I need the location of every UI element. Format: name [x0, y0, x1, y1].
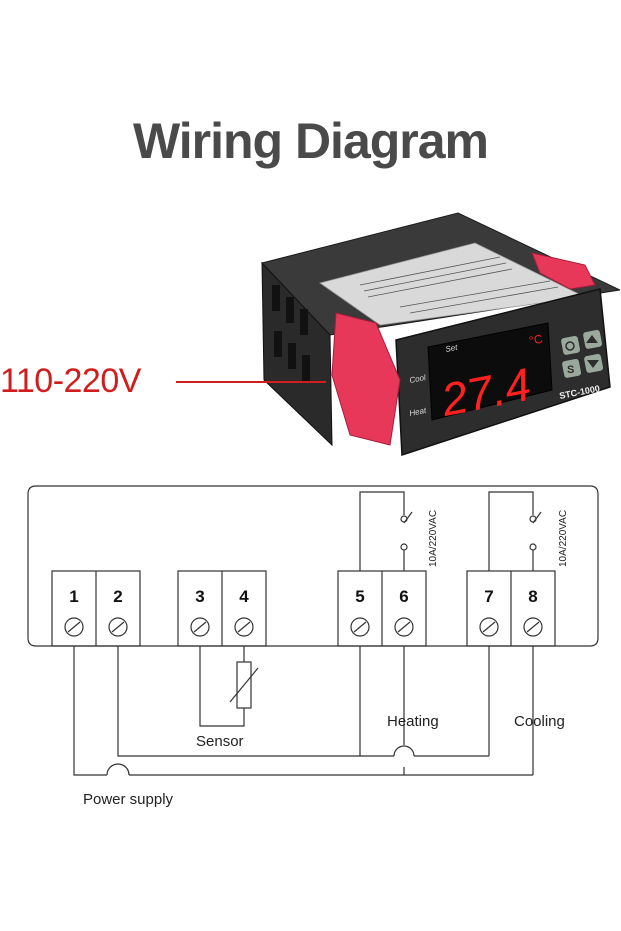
terminal-number-2: 2 — [113, 587, 122, 606]
heating-relay-rating: 10A/220VAC — [428, 510, 439, 567]
sticker-print — [359, 256, 559, 314]
sensor-label: Sensor — [196, 733, 244, 750]
right-mounting-clip — [531, 252, 596, 290]
indicator-set: Set — [445, 343, 459, 354]
terminal-number-8: 8 — [528, 587, 537, 606]
terminal-number-7: 7 — [484, 587, 493, 606]
power-button[interactable] — [561, 335, 581, 355]
set-button[interactable] — [562, 358, 582, 378]
indicator-cool: Cool — [409, 373, 427, 385]
power-supply-crossover — [106, 763, 130, 776]
indicator-heat: Heat — [409, 406, 428, 418]
heating-crossover — [393, 745, 415, 757]
cooling-relay — [488, 491, 534, 571]
voltage-pointer-line — [176, 381, 326, 383]
power-icon — [565, 341, 575, 351]
page-title: Wiring Diagram — [132, 113, 489, 169]
side-vents — [272, 285, 310, 381]
power-supply-label: Power supply — [83, 791, 174, 808]
cooling-label: Cooling — [514, 713, 565, 730]
cooling-relay-rating: 10A/220VAC — [558, 510, 569, 567]
terminal-number-6: 6 — [399, 587, 408, 606]
up-arrow-icon — [586, 335, 598, 343]
sensor-thermistor — [236, 661, 252, 709]
supply-voltage-label: 110-220V — [0, 362, 141, 400]
power-supply-wire-1 — [73, 646, 107, 776]
display-window — [427, 322, 553, 421]
terminal-number-5: 5 — [355, 587, 364, 606]
thermostat-device: 27.4 °C Set Cool Heat S STC-1000 — [261, 212, 620, 457]
down-arrow-icon — [587, 360, 599, 368]
heating-label: Heating — [387, 713, 439, 730]
power-supply-wire-2 — [117, 646, 394, 757]
terminal-number-3: 3 — [195, 587, 204, 606]
terminal-screws — [64, 617, 543, 637]
terminal-number-1: 1 — [69, 587, 78, 606]
set-button-label: S — [567, 364, 574, 376]
wiring-schematic: 1 2 3 4 5 6 7 8 10A/220VAC 10A/220VAC Se… — [27, 485, 599, 808]
sensor-wire — [199, 646, 245, 727]
left-mounting-clip — [331, 312, 401, 446]
heating-relay — [359, 491, 405, 571]
terminal-number-4: 4 — [239, 587, 249, 606]
enclosure-outline — [27, 485, 599, 647]
unit-indicator: °C — [528, 332, 544, 348]
